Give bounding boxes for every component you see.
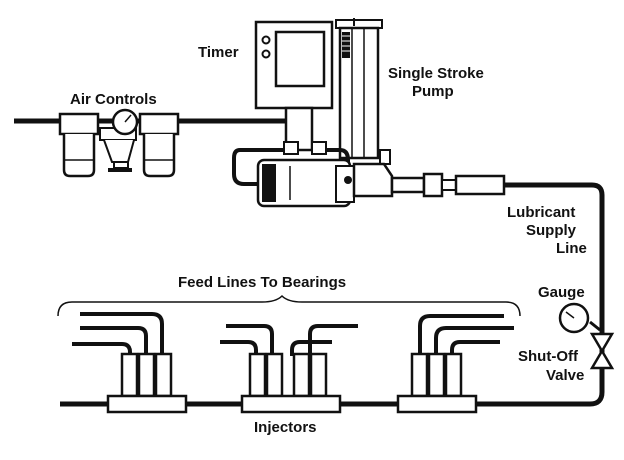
injector-group-2 bbox=[220, 324, 358, 414]
label-lubricant-line3: Line bbox=[556, 240, 587, 257]
injector-group-3 bbox=[396, 314, 514, 414]
pump-sight-glass-icon bbox=[342, 32, 350, 58]
pump-cylinder bbox=[232, 141, 506, 208]
lubricant-supply-line bbox=[60, 182, 605, 407]
label-pump-line2: Pump bbox=[412, 83, 454, 100]
timer-box bbox=[254, 20, 334, 152]
label-timer: Timer bbox=[198, 44, 239, 61]
valve-icon bbox=[589, 332, 615, 370]
injector-group-1 bbox=[72, 312, 188, 414]
label-feed-lines: Feed Lines To Bearings bbox=[178, 274, 346, 291]
label-lubricant-line1: Lubricant bbox=[507, 204, 575, 221]
label-injectors: Injectors bbox=[254, 419, 317, 436]
label-shutoff-line1: Shut-Off bbox=[518, 348, 579, 365]
shutoff-valve bbox=[589, 332, 615, 370]
feed-lines-bracket bbox=[57, 294, 521, 317]
air-controls-unit bbox=[58, 108, 180, 178]
line-gauge bbox=[558, 302, 601, 334]
single-stroke-pump bbox=[335, 18, 391, 165]
label-gauge: Gauge bbox=[538, 284, 585, 301]
label-pump-line1: Single Stroke bbox=[388, 65, 484, 82]
label-air-controls: Air Controls bbox=[70, 91, 157, 108]
label-lubricant-line2: Supply bbox=[526, 222, 577, 239]
label-shutoff-line2: Valve bbox=[546, 367, 584, 384]
